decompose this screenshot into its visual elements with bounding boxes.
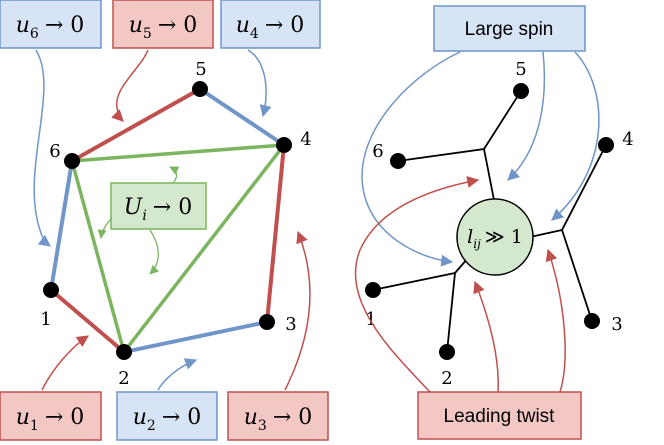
vertex-1	[43, 282, 59, 298]
svg-text:Ui→ 0: Ui→ 0	[124, 195, 192, 224]
vertex-3	[259, 314, 275, 330]
vertex-2	[116, 344, 132, 360]
box-u2: u2→ 0	[116, 391, 218, 441]
box-u4: u4→ 0	[220, 0, 321, 49]
arrow-u3	[284, 230, 311, 391]
vertex-label-6: 6	[49, 141, 60, 162]
edge-6-1	[49, 160, 74, 291]
vertex-label-2: 2	[118, 368, 129, 389]
svg-text:u2→ 0: u2→ 0	[133, 405, 202, 434]
vertex-label-3: 3	[285, 314, 296, 335]
leg-label-3: 3	[611, 314, 622, 335]
arrow-u2	[157, 358, 198, 391]
leg-end-2	[439, 344, 455, 360]
edge-2-3	[123, 320, 268, 354]
edge-5-6	[71, 87, 201, 163]
svg-text:u1→ 0: u1→ 0	[16, 405, 85, 434]
box-u1: u1→ 0	[0, 391, 102, 441]
vertex-5	[192, 81, 208, 97]
edge-4-5	[198, 87, 286, 147]
arrow-spin-3	[551, 51, 600, 221]
left-panel: 1 2 3 4 5 6 u6→ 0 u5→ 0 u4→ 0 u1→ 0 u2→ …	[0, 0, 329, 441]
arrow-u6	[33, 49, 51, 247]
leg-label-1: 1	[365, 309, 376, 330]
leg-label-2: 2	[441, 368, 452, 389]
leg-label-4: 4	[622, 129, 633, 150]
box-u5: u5→ 0	[112, 0, 214, 49]
arrow-twist-1	[354, 176, 480, 393]
inner-triangle	[70, 143, 286, 354]
tree-upper-stem	[483, 148, 495, 201]
svg-text:u5→ 0: u5→ 0	[129, 13, 198, 42]
right-panel: 1 2 3 4 5 6 lij≫ 1 Large spin Leading tw…	[354, 5, 634, 440]
arrow-spin-2	[507, 51, 546, 181]
arrow-twist-2	[473, 280, 500, 393]
svg-text:Large spin: Large spin	[465, 19, 554, 40]
vertex-4	[276, 137, 292, 153]
svg-text:Leading twist: Leading twist	[444, 406, 556, 427]
vertex-label-4: 4	[300, 129, 311, 150]
tree-upper-branch	[397, 90, 522, 162]
box-u6: u6→ 0	[0, 0, 102, 49]
edge-3-4	[265, 144, 286, 323]
leg-end-5	[513, 83, 529, 99]
tree-left-branch	[372, 271, 457, 353]
arrow-Ui-left	[97, 217, 113, 239]
svg-text:lij≫ 1: lij≫ 1	[467, 226, 523, 251]
edge-1-2	[49, 288, 126, 354]
svg-text:u6→ 0: u6→ 0	[16, 13, 85, 42]
leg-label-6: 6	[372, 141, 383, 162]
arrow-Ui-down	[149, 229, 160, 275]
vertex-6	[64, 153, 80, 169]
arrow-u1	[41, 335, 89, 391]
leading-twist-box: Leading twist	[417, 391, 582, 440]
leg-end-4	[598, 137, 614, 153]
leg-end-1	[365, 282, 381, 298]
box-Ui: Ui→ 0	[110, 182, 207, 230]
tree-right-branch	[561, 144, 607, 322]
arrow-Ui-up	[169, 166, 180, 183]
large-spin-box: Large spin	[433, 5, 586, 52]
vertex-label-1: 1	[40, 309, 51, 330]
center-circle: lij≫ 1	[456, 198, 534, 276]
leg-end-3	[584, 313, 600, 329]
arrow-u4	[247, 49, 272, 118]
box-u3: u3→ 0	[227, 391, 329, 441]
arrow-spin-1	[361, 51, 461, 267]
arrow-twist-3	[545, 248, 566, 393]
svg-text:u4→ 0: u4→ 0	[236, 13, 305, 42]
vertex-label-5: 5	[195, 59, 206, 80]
arrow-u5	[111, 49, 149, 122]
leg-label-5: 5	[515, 59, 526, 80]
tree-right-stem	[529, 229, 563, 238]
svg-text:u3→ 0: u3→ 0	[244, 405, 313, 434]
leg-end-6	[390, 153, 406, 169]
